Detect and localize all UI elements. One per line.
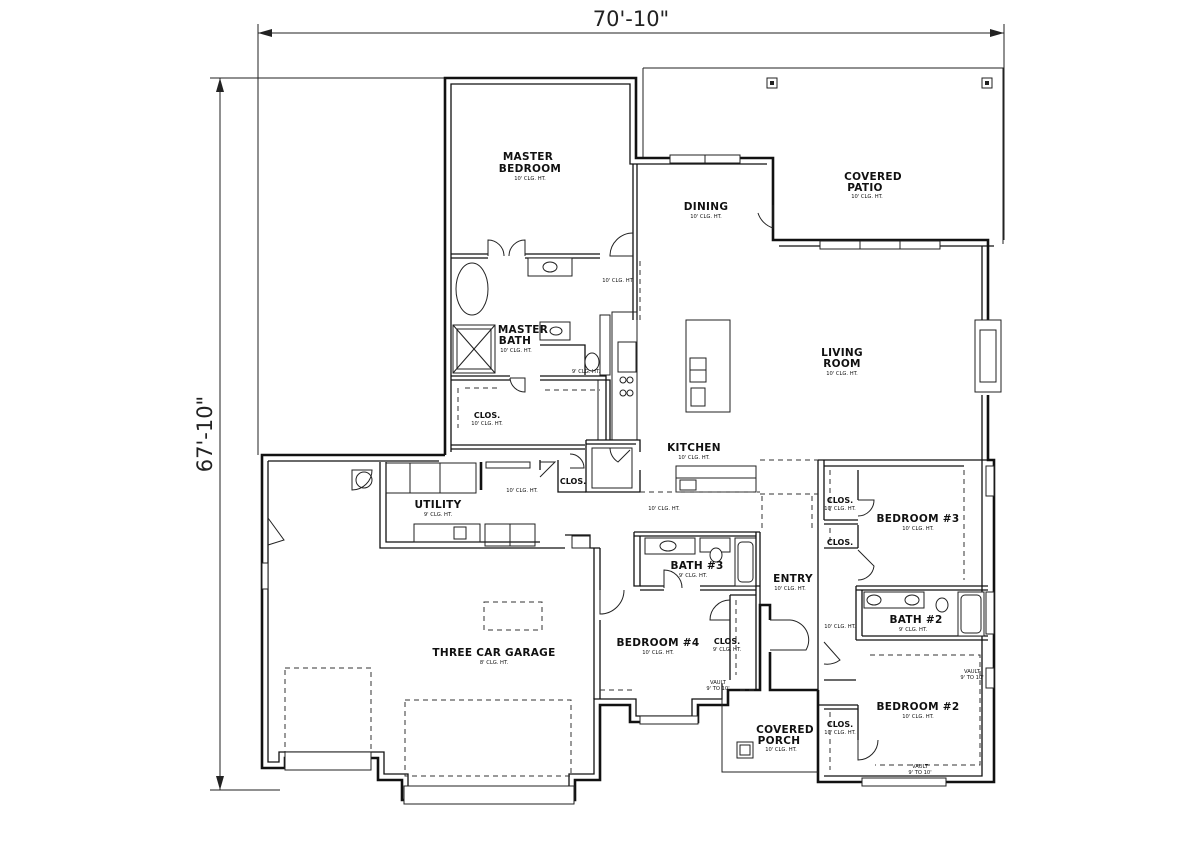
bedroom4-closet-label: CLOS. 9' CLG. HT. [713,637,742,653]
svg-text:THREE CAR GARAGE: THREE CAR GARAGE [432,647,555,659]
svg-text:8' CLG. HT.: 8' CLG. HT. [480,660,509,666]
svg-text:9' CLG. HT.: 9' CLG. HT. [679,573,708,579]
svg-text:BEDROOM: BEDROOM [499,163,561,175]
width-dimension-label: 70'-10" [593,7,669,31]
svg-text:BATH #3: BATH #3 [670,560,723,572]
svg-text:UTILITY: UTILITY [414,499,461,511]
svg-text:10' CLG. HT.: 10' CLG. HT. [774,586,806,592]
svg-text:9' TO 10': 9' TO 10' [908,770,931,776]
svg-text:9' CLG. HT.: 9' CLG. HT. [713,647,742,653]
svg-text:10' CLG. HT.: 10' CLG. HT. [765,747,797,753]
svg-text:PATIO: PATIO [847,182,883,194]
svg-text:KITCHEN: KITCHEN [667,442,721,454]
bedroom2-closet-label: CLOS. 10' CLG. HT. [824,720,856,736]
master-wc-ceiling-note: 9' CLG. HT. [572,369,601,375]
svg-text:VAULT: VAULT [710,680,727,686]
covered-patio-label: COVERED PATIO 10' CLG. HT. [844,171,902,200]
master-closet-label: CLOS. 10' CLG. HT. [471,411,503,427]
entry-label: ENTRY 10' CLG. HT. [773,573,813,592]
door-swings [267,205,879,761]
depth-dimension-label: 67'-10" [193,396,217,472]
svg-text:10' CLG. HT.: 10' CLG. HT. [851,194,883,200]
svg-text:9' TO 10': 9' TO 10' [706,686,729,692]
bath3-label: BATH #3 9' CLG. HT. [670,560,723,579]
svg-text:10' CLG. HT.: 10' CLG. HT. [678,455,710,461]
svg-text:9' TO 10': 9' TO 10' [960,675,983,681]
svg-text:PORCH: PORCH [758,735,801,747]
covered-patio-outline [642,67,1004,244]
svg-text:BEDROOM #2: BEDROOM #2 [876,701,959,713]
master-bath-label: MASTER BATH 10' CLG. HT. [498,324,548,354]
svg-text:BATH: BATH [499,335,531,347]
svg-text:9' CLG. HT.: 9' CLG. HT. [899,627,928,633]
depth-dimension: 67'-10" [193,77,445,791]
svg-text:10' CLG. HT.: 10' CLG. HT. [826,371,858,377]
utility-label: UTILITY 9' CLG. HT. [414,499,461,518]
svg-text:9' CLG. HT.: 9' CLG. HT. [424,512,453,518]
bedroom3-closet-a-label: CLOS. 10' CLG. HT. [824,496,856,512]
living-room-label: LIVING ROOM 10' CLG. HT. [821,347,863,377]
svg-text:MASTER: MASTER [498,324,548,336]
svg-text:BATH #2: BATH #2 [889,614,942,626]
covered-porch-label: COVERED PORCH 10' CLG. HT. [756,724,814,753]
svg-text:BEDROOM #4: BEDROOM #4 [616,637,699,649]
svg-text:MASTER: MASTER [503,151,553,163]
svg-text:10' CLG. HT.: 10' CLG. HT. [902,526,934,532]
svg-text:ENTRY: ENTRY [773,573,813,585]
svg-text:10' CLG. HT.: 10' CLG. HT. [690,214,722,220]
master-bedroom-label: MASTER BEDROOM 10' CLG. HT. [499,151,561,182]
bedroom4-vault-note: VAULT 9' TO 10' [706,680,729,692]
hall-ceiling-note: 10' CLG. HT. [506,488,538,494]
bedroom3-label: BEDROOM #3 10' CLG. HT. [876,513,959,532]
exterior-walls [260,76,996,802]
svg-text:10' CLG. HT.: 10' CLG. HT. [471,421,503,427]
bedroom2-vault-note-top: VAULT 9' TO 10' [960,669,983,681]
bedroom2-label: BEDROOM #2 10' CLG. HT. [876,701,959,720]
svg-text:10' CLG. HT.: 10' CLG. HT. [514,176,546,182]
dining-label: DINING 10' CLG. HT. [684,201,729,220]
bedroom-hall-ceiling-note: 10' CLG. HT. [824,624,856,630]
svg-text:10' CLG. HT.: 10' CLG. HT. [642,650,674,656]
svg-text:BEDROOM #3: BEDROOM #3 [876,513,959,525]
interior-walls [261,164,994,805]
bedroom4-label: BEDROOM #4 10' CLG. HT. [616,637,699,656]
master-bedroom-ceiling-note: 10' CLG. HT. [602,278,634,284]
kitchen-label: KITCHEN 10' CLG. HT. [667,442,721,461]
gallery-ceiling-note: 10' CLG. HT. [648,506,680,512]
garage-label: THREE CAR GARAGE 8' CLG. HT. [432,647,555,666]
svg-text:COVERED: COVERED [844,171,902,183]
svg-text:10' CLG. HT.: 10' CLG. HT. [824,506,856,512]
bath2-label: BATH #2 9' CLG. HT. [889,614,942,633]
svg-text:10' CLG. HT.: 10' CLG. HT. [500,348,532,354]
width-dimension: 70'-10" [257,7,1005,240]
svg-text:10' CLG. HT.: 10' CLG. HT. [824,730,856,736]
svg-text:CLOS.: CLOS. [474,411,500,420]
svg-text:VAULT: VAULT [964,669,981,675]
svg-text:COVERED: COVERED [756,724,814,736]
svg-text:10' CLG. HT.: 10' CLG. HT. [902,714,934,720]
svg-text:CLOS.: CLOS. [714,637,740,646]
svg-text:CLOS.: CLOS. [827,496,853,505]
bedroom3-closet-b-label: CLOS. [827,538,853,547]
windows [639,154,1002,787]
bedroom2-vault-note-bottom: VAULT 9' TO 10' [908,764,931,776]
svg-text:ROOM: ROOM [823,358,861,370]
svg-text:CLOS.: CLOS. [827,720,853,729]
pantry-closet-label: CLOS. [560,477,586,486]
svg-text:DINING: DINING [684,201,729,213]
svg-text:LIVING: LIVING [821,347,863,359]
svg-text:VAULT: VAULT [912,764,929,770]
